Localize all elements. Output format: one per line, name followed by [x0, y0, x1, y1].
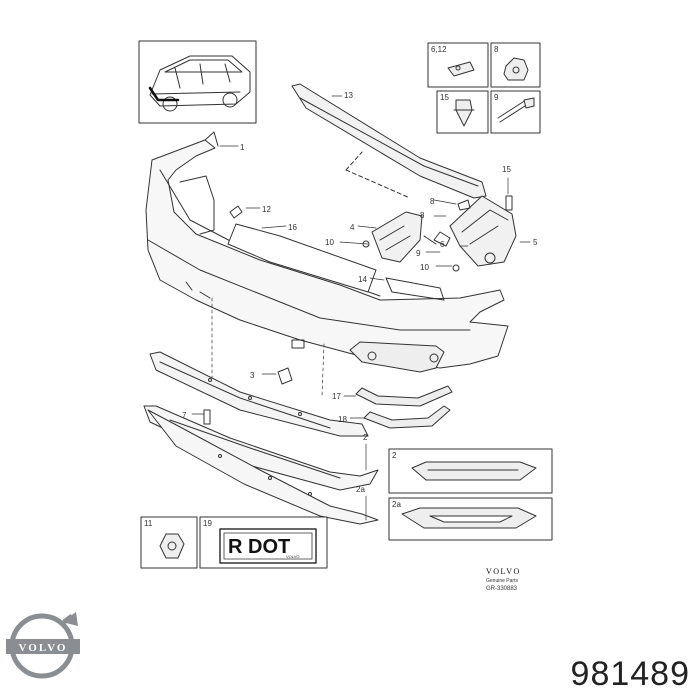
part-3-clip — [277, 367, 293, 385]
callout-4: 4 — [350, 223, 355, 232]
credit-genuine-parts: Genuine Parts — [486, 578, 518, 584]
callout-10-right: 10 — [420, 263, 429, 272]
box-label-15: 15 — [440, 93, 449, 102]
detail-box-labels: 6,12 8 15 9 2 2a 11 19 — [144, 45, 499, 528]
detail-box-2a — [388, 497, 553, 541]
part-1-bumper-cover — [145, 131, 509, 373]
volvo-logo: VOLVO — [6, 612, 80, 679]
box-label-8: 8 — [494, 45, 499, 54]
detail-box-19 — [199, 516, 328, 569]
detail-box-11 — [140, 516, 198, 569]
callout-2: 2 — [363, 433, 368, 442]
box-label-19: 19 — [203, 519, 212, 528]
part-7-screw — [203, 409, 211, 425]
callout-13: 13 — [344, 91, 353, 100]
callout-14: 14 — [358, 275, 367, 284]
callout-3: 3 — [250, 371, 255, 380]
car-thumbnail — [138, 40, 257, 124]
leader-lines — [191, 95, 531, 521]
part-13-upper-reinforcement — [291, 83, 487, 199]
sticker-brand: VOLVO — [286, 554, 300, 559]
callout-7: 7 — [182, 411, 187, 420]
volvo-logo-text: VOLVO — [19, 642, 68, 654]
credit-brand: VOLVO — [486, 567, 521, 576]
part-17-reflector-trim — [355, 385, 453, 407]
callout-5: 5 — [533, 238, 538, 247]
box-label-2a: 2a — [392, 500, 401, 509]
callout-1: 1 — [240, 143, 245, 152]
callout-9: 9 — [416, 249, 421, 258]
box-label-6-12: 6,12 — [431, 45, 447, 54]
callout-18: 18 — [338, 415, 347, 424]
callout-17: 17 — [332, 392, 341, 401]
callout-10-left: 10 — [325, 238, 334, 247]
callout-8b: 8 — [420, 211, 425, 220]
detail-box-15 — [436, 90, 489, 134]
callout-2a: 2a — [356, 485, 365, 494]
sticker-text: R DOT — [228, 536, 290, 558]
detail-box-8 — [490, 42, 541, 88]
part-valance-strip — [149, 351, 369, 437]
callout-8: 8 — [430, 197, 435, 206]
detail-box-6-12 — [427, 42, 489, 88]
part-4-mounting-bracket — [362, 211, 423, 263]
detail-box-9 — [490, 90, 541, 134]
box-label-9: 9 — [494, 93, 499, 102]
box-label-11: 11 — [144, 519, 153, 528]
part-2a-lower-diffuser — [147, 409, 379, 525]
callout-15: 15 — [502, 165, 511, 174]
part-18-trim-strip — [363, 405, 451, 429]
box-label-2: 2 — [392, 451, 397, 460]
part-12-screw — [229, 205, 243, 219]
callout-numbers: 1 2 2a 3 4 5 6 7 8 9 10 10 12 13 14 15 1… — [182, 91, 538, 494]
callout-16: 16 — [288, 223, 297, 232]
detail-box-2 — [388, 448, 553, 494]
part-14-bracket — [385, 277, 445, 301]
callout-12: 12 — [262, 205, 271, 214]
callout-6: 6 — [440, 240, 445, 249]
part-number: 981489 — [570, 655, 690, 693]
part-5-side-bracket — [423, 195, 517, 272]
credit-code: GR-330883 — [486, 586, 518, 592]
